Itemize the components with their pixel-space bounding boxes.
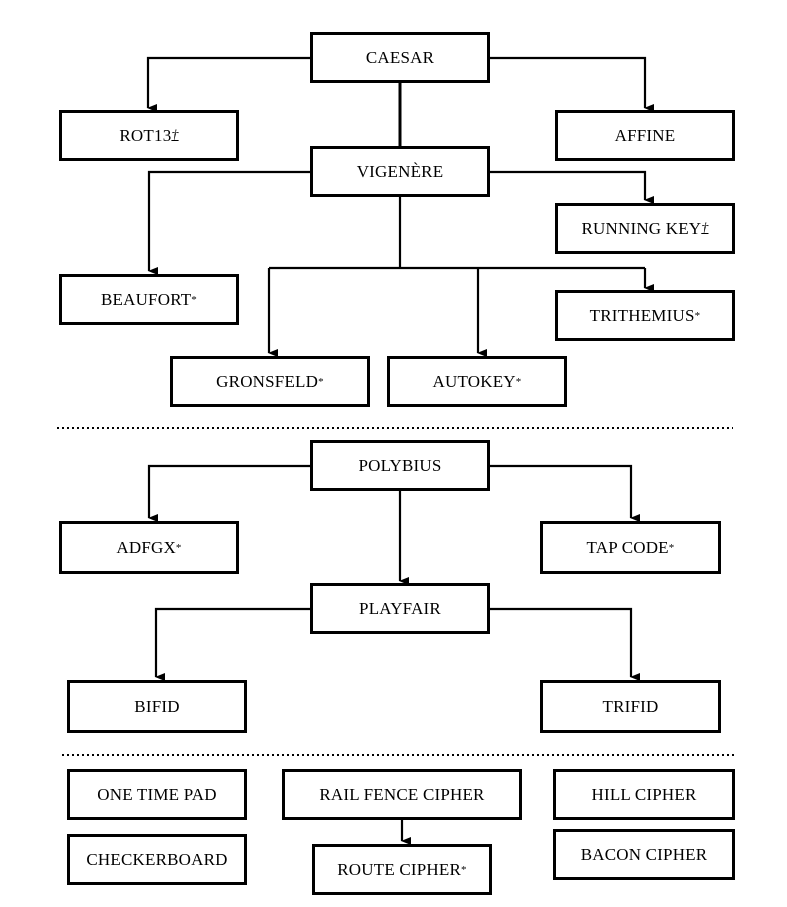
node-label: ROUTE CIPHER <box>337 859 462 879</box>
node-label: RUNNING KEY <box>581 218 702 238</box>
node-mark: * <box>318 375 324 388</box>
node-playfair[interactable]: PLAYFAIR <box>310 583 490 634</box>
node-mark: * <box>461 863 467 876</box>
edge-vigenere-running-key <box>489 170 654 204</box>
node-affine[interactable]: AFFINE <box>555 110 735 161</box>
node-mark: * <box>515 375 522 388</box>
node-route-cipher[interactable]: ROUTE CIPHER* <box>312 844 492 895</box>
node-mark: † <box>171 127 179 143</box>
node-bacon-cipher[interactable]: BACON CIPHER <box>553 829 735 880</box>
node-adfgx[interactable]: ADFGX* <box>59 521 239 574</box>
node-hill-cipher[interactable]: HILL CIPHER <box>553 769 735 820</box>
edge-polybius-tap-code <box>489 464 640 522</box>
node-mark: * <box>694 309 701 322</box>
node-label: AUTOKEY <box>432 371 516 391</box>
node-one-time-pad[interactable]: ONE TIME PAD <box>67 769 247 820</box>
node-checkerboard[interactable]: CHECKERBOARD <box>67 834 247 885</box>
node-label: GRONSFELD <box>216 371 319 391</box>
node-label: BACON CIPHER <box>580 844 708 864</box>
node-label: TRITHEMIUS <box>589 305 695 325</box>
node-label: CAESAR <box>365 47 435 67</box>
node-label: ROT13 <box>119 125 172 145</box>
edge-caesar-affine <box>489 56 654 112</box>
node-bifid[interactable]: BIFID <box>67 680 247 733</box>
node-rot13[interactable]: ROT13† <box>59 110 239 161</box>
node-gronsfeld[interactable]: GRONSFELD* <box>170 356 370 407</box>
node-label: RAIL FENCE CIPHER <box>319 784 485 804</box>
node-trifid[interactable]: TRIFID <box>540 680 721 733</box>
edge-vigenere-beaufort <box>147 170 311 275</box>
node-label: BEAUFORT <box>100 289 192 309</box>
node-running-key[interactable]: RUNNING KEY† <box>555 203 735 254</box>
node-label: ONE TIME PAD <box>97 784 217 804</box>
edge-caesar-rot13 <box>146 56 311 112</box>
node-vigenere[interactable]: VIGENÈRE <box>310 146 490 197</box>
node-trithemius[interactable]: TRITHEMIUS* <box>555 290 735 341</box>
node-label: ADFGX <box>116 537 176 557</box>
node-label: BIFID <box>134 696 180 716</box>
node-beaufort[interactable]: BEAUFORT* <box>59 274 239 325</box>
node-rail-fence-cipher[interactable]: RAIL FENCE CIPHER <box>282 769 522 820</box>
node-label: VIGENÈRE <box>356 161 444 181</box>
edge-playfair-bifid <box>154 607 311 681</box>
node-caesar[interactable]: CAESAR <box>310 32 490 83</box>
node-mark: * <box>668 541 675 554</box>
node-label: CHECKERBOARD <box>86 849 228 869</box>
node-mark: * <box>175 541 182 554</box>
node-polybius[interactable]: POLYBIUS <box>310 440 490 491</box>
node-label: HILL CIPHER <box>591 784 697 804</box>
edge-playfair-trifid <box>489 607 640 681</box>
node-tap-code[interactable]: TAP CODE* <box>540 521 721 574</box>
node-label: AFFINE <box>614 125 676 145</box>
edge-polybius-adfgx <box>147 464 311 522</box>
node-label: POLYBIUS <box>358 455 442 475</box>
node-label: TRIFID <box>602 696 659 716</box>
node-mark: * <box>191 293 197 306</box>
node-mark: † <box>701 220 709 236</box>
node-label: TAP CODE <box>586 537 669 557</box>
node-autokey[interactable]: AUTOKEY* <box>387 356 567 407</box>
node-label: PLAYFAIR <box>359 598 441 618</box>
